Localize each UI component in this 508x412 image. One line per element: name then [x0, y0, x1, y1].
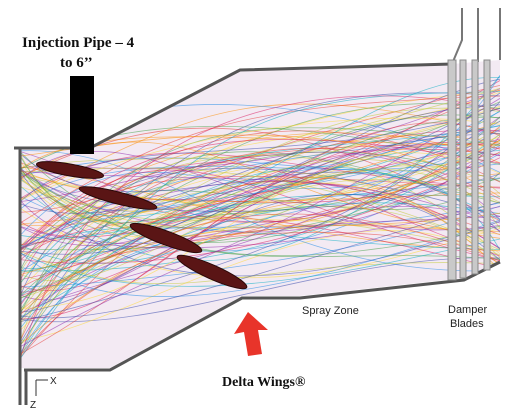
red-arrow-icon	[234, 312, 268, 356]
streamline	[20, 201, 500, 319]
streamline	[20, 238, 500, 287]
delta-wings	[36, 161, 248, 290]
streamline	[20, 171, 500, 260]
delta-wing-3	[129, 222, 203, 254]
streamline	[20, 157, 500, 264]
injection-pipe-label-line2: to 6’’	[60, 55, 93, 71]
axis-z-label: Z	[30, 400, 36, 411]
damper-blades	[447, 59, 491, 281]
streamline	[20, 127, 500, 315]
damper-label-line1: Damper	[448, 304, 487, 316]
streamline	[20, 101, 500, 323]
delta-wing-4	[176, 254, 248, 290]
streamline	[20, 152, 500, 222]
streamline	[20, 122, 500, 355]
outlet-stack	[451, 8, 501, 65]
outlet-stack-left	[451, 8, 463, 65]
duct-walls	[14, 62, 501, 405]
streamline	[20, 168, 500, 229]
streamline	[20, 107, 500, 169]
duct-bottom-wall	[24, 260, 501, 372]
streamline	[20, 152, 500, 309]
streamline	[20, 231, 500, 289]
duct-top-wall	[14, 62, 453, 150]
streamline	[20, 230, 500, 342]
streamline	[20, 128, 500, 236]
streamline	[20, 95, 500, 360]
delta-wing-1	[36, 161, 104, 179]
streamline	[20, 171, 500, 359]
streamline	[20, 116, 500, 243]
streamline	[20, 134, 500, 198]
streamline	[20, 180, 500, 358]
damper-blade-1	[447, 59, 457, 281]
streamline	[20, 126, 500, 223]
delta-wing-2	[78, 186, 158, 210]
streamline	[20, 107, 500, 203]
injection-pipe	[70, 76, 94, 154]
streamline	[20, 193, 500, 313]
streamline	[20, 125, 500, 285]
streamline	[20, 153, 500, 233]
streamline	[20, 219, 500, 297]
axis-x-label: X	[50, 376, 57, 387]
streamline	[20, 202, 500, 319]
streamline	[20, 87, 500, 314]
delta-wings-label: Delta Wings®	[222, 375, 306, 390]
streamline	[20, 151, 500, 346]
streamline	[20, 147, 500, 213]
streamline	[20, 177, 500, 251]
injection-pipe-label-line1: Injection Pipe – 4	[22, 35, 135, 51]
axis-triad-icon	[35, 379, 48, 396]
streamline	[20, 117, 500, 201]
streamline	[20, 182, 500, 331]
damper-blade-2	[459, 59, 467, 279]
damper-label-line2: Blades	[450, 318, 484, 330]
streamline	[20, 159, 500, 324]
damper-blade-3	[471, 59, 479, 275]
streamline	[20, 206, 500, 249]
damper-blade-4	[483, 59, 491, 271]
streamline	[20, 133, 500, 255]
spray-zone-label: Spray Zone	[302, 305, 359, 317]
streamline	[20, 103, 500, 296]
streamline	[20, 148, 500, 280]
streamline	[20, 104, 500, 214]
streamline	[20, 91, 500, 360]
streamline	[20, 120, 500, 250]
streamline	[20, 205, 500, 288]
streamline	[20, 166, 500, 297]
streamline	[20, 162, 500, 261]
streamline	[20, 140, 500, 205]
streamline	[20, 98, 500, 348]
streamline	[20, 257, 500, 323]
